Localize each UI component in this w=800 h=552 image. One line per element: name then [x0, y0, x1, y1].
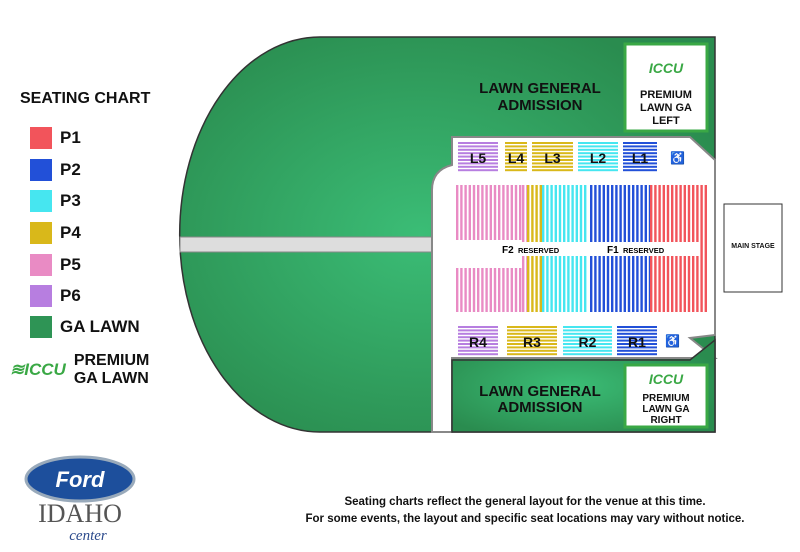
floor-row-p5[interactable]	[510, 268, 513, 312]
legend-p1: P1	[30, 127, 81, 149]
legend-p5: P5	[30, 254, 81, 276]
svg-text:L4: L4	[508, 150, 525, 166]
floor-row-p5[interactable]	[456, 185, 459, 240]
floor-row-p5[interactable]	[472, 268, 476, 312]
f2-reserved: RESERVED	[518, 246, 560, 255]
floor-f1-label: F1	[607, 245, 619, 256]
floor-row-p5[interactable]	[485, 268, 488, 312]
premium-lawn-left[interactable]: ICCU PREMIUM LAWN GA LEFT	[623, 42, 709, 133]
iccu-logo-icon: ≋ICCU	[10, 360, 66, 379]
svg-text:center: center	[69, 528, 107, 544]
svg-text:R2: R2	[579, 334, 597, 350]
aisle	[179, 236, 433, 253]
svg-text:LAWN GA: LAWN GA	[640, 102, 692, 114]
svg-text:L5: L5	[470, 150, 487, 166]
disclaimer-note: Seating charts reflect the general layou…	[305, 496, 745, 525]
floor-row-p5[interactable]	[468, 185, 471, 240]
floor-row-p1[interactable]	[700, 185, 703, 312]
svg-text:LEFT: LEFT	[652, 115, 680, 127]
svg-text:MAIN STAGE: MAIN STAGE	[731, 243, 775, 250]
section-l1[interactable]: L1	[623, 142, 657, 172]
lawn-bottom-label: LAWN GENERAL	[479, 383, 601, 400]
floor-row-p5[interactable]	[460, 268, 463, 312]
floor-f2-label: F2	[502, 245, 514, 256]
section-l4[interactable]: L4	[505, 142, 527, 172]
svg-text:IDAHO: IDAHO	[38, 499, 122, 528]
f1-reserved: RESERVED	[623, 246, 665, 255]
svg-text:PREMIUM: PREMIUM	[640, 89, 692, 101]
floor-row-p5[interactable]	[477, 268, 480, 312]
section-r1[interactable]: R1	[617, 326, 657, 356]
floor-row-p5[interactable]	[489, 268, 492, 312]
floor-row-p5[interactable]	[514, 185, 518, 240]
wheelchair-icon: ♿	[670, 151, 685, 165]
floor-row-p5[interactable]	[498, 185, 501, 240]
svg-text:R3: R3	[523, 334, 541, 350]
floor-row-p5[interactable]	[514, 268, 518, 312]
svg-text:L3: L3	[544, 150, 561, 166]
section-r2[interactable]: R2	[563, 326, 612, 356]
ford-idaho-center-logo: Ford IDAHO center	[24, 455, 136, 544]
section-l5[interactable]: L5	[458, 142, 498, 172]
legend-p2: P2	[30, 159, 81, 181]
svg-text:ADMISSION: ADMISSION	[497, 399, 582, 416]
svg-text:R4: R4	[469, 334, 487, 350]
floor-row-p5[interactable]	[489, 185, 492, 240]
section-r4[interactable]: R4	[458, 326, 498, 356]
floor-row-p5[interactable]	[485, 185, 488, 240]
floor-row-p5[interactable]	[456, 268, 459, 312]
svg-text:PREMIUM: PREMIUM	[642, 393, 689, 404]
floor-row-p5[interactable]	[502, 185, 505, 240]
floor-row-p5[interactable]	[498, 268, 501, 312]
floor-row-p5[interactable]	[493, 268, 497, 312]
floor-row-p5[interactable]	[481, 268, 484, 312]
wheelchair-icon: ♿	[665, 334, 680, 348]
main-stage: MAIN STAGE	[723, 203, 783, 293]
floor-row-p5[interactable]	[493, 185, 497, 240]
floor-row-p5[interactable]	[506, 185, 509, 240]
floor-row-p5[interactable]	[519, 185, 522, 240]
svg-text:R1: R1	[628, 334, 646, 350]
svg-text:ADMISSION: ADMISSION	[497, 97, 582, 114]
floor-row-p5[interactable]	[502, 268, 505, 312]
floor-row-p5[interactable]	[468, 268, 471, 312]
svg-text:L1: L1	[632, 150, 649, 166]
floor-row-p1[interactable]	[704, 185, 707, 312]
svg-text:L2: L2	[590, 150, 607, 166]
svg-text:LAWN GA: LAWN GA	[642, 404, 689, 415]
svg-text:Ford: Ford	[56, 467, 105, 492]
legend-p4: P4	[30, 222, 81, 244]
svg-text:ICCU: ICCU	[649, 60, 684, 76]
floor-row-p5[interactable]	[481, 185, 484, 240]
section-r3[interactable]: R3	[507, 326, 557, 356]
floor-row-p5[interactable]	[510, 185, 513, 240]
legend-p3: P3	[30, 190, 81, 212]
legend-p6: P6	[30, 285, 81, 307]
legend-ga-lawn: GA LAWN	[30, 316, 140, 338]
legend-title: SEATING CHART	[20, 90, 151, 107]
section-l3[interactable]: L3	[532, 142, 573, 172]
floor-row-p5[interactable]	[460, 185, 463, 240]
premium-lawn-right[interactable]: ICCU PREMIUM LAWN GA RIGHT	[623, 363, 709, 429]
floor-row-p5[interactable]	[519, 268, 522, 312]
floor-row-p5[interactable]	[477, 185, 480, 240]
section-l2[interactable]: L2	[578, 142, 618, 172]
floor-row-p5[interactable]	[506, 268, 509, 312]
floor-row-p5[interactable]	[464, 268, 467, 312]
lawn-top-label: LAWN GENERAL	[479, 80, 601, 97]
svg-text:ICCU: ICCU	[649, 371, 684, 387]
floor-row-p5[interactable]	[464, 185, 467, 240]
floor-row-p5[interactable]	[472, 185, 476, 240]
svg-text:RIGHT: RIGHT	[650, 415, 681, 426]
